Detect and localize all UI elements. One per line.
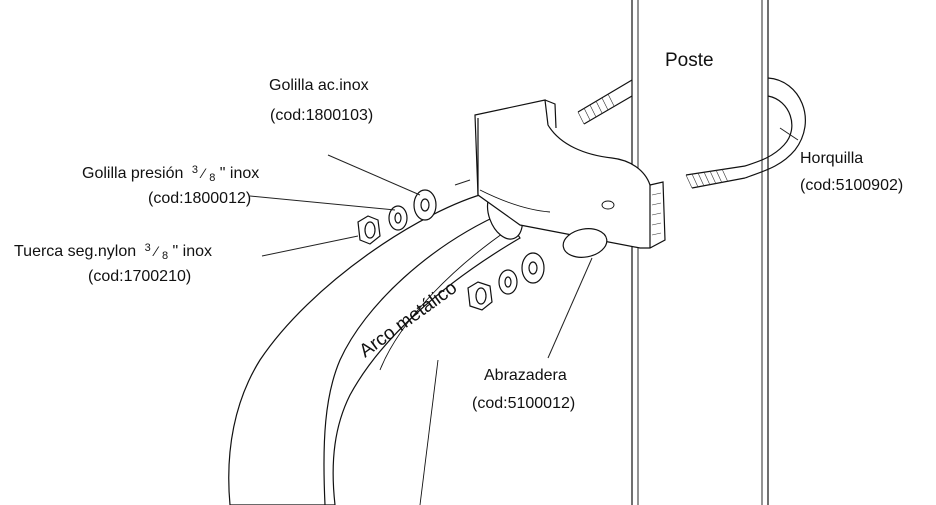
post-drawing xyxy=(631,0,769,505)
label-golilla-presion-code: (cod:1800012) xyxy=(148,190,251,207)
svg-text:Tuerca seg.nylon 3: Tuerca seg.nylon 3 ⁄ 8 " inox xyxy=(14,238,212,263)
label-tuerca-fraction-num: 3 xyxy=(145,242,151,254)
label-abrazadera-name: Abrazadera xyxy=(484,367,567,384)
label-tuerca-name: Tuerca seg.nylon xyxy=(14,243,136,260)
u-bolt-drawing xyxy=(577,77,806,189)
label-golilla-presion-fraction-den: 8 xyxy=(209,172,215,184)
label-poste: Poste xyxy=(665,50,714,71)
label-abrazadera-code: (cod:5100012) xyxy=(472,395,575,412)
label-tuerca-code: (cod:1700210) xyxy=(88,268,191,285)
label-horquilla-code: (cod:5100902) xyxy=(800,177,903,194)
label-golilla-presion-suffix: " inox xyxy=(220,165,259,182)
label-golilla-acinox-name: Golilla ac.inox xyxy=(269,77,369,94)
label-horquilla-name: Horquilla xyxy=(800,150,863,167)
label-tuerca-suffix: " inox xyxy=(173,243,212,260)
label-golilla-acinox-code: (cod:1800103) xyxy=(270,107,373,124)
label-golilla-acinox: Golilla ac.inox (cod:1800103) xyxy=(269,77,373,124)
fasteners-upper xyxy=(357,189,437,245)
label-abrazadera: Abrazadera (cod:5100012) xyxy=(472,367,575,412)
clamp-drawing xyxy=(474,99,666,258)
label-golilla-presion: Golilla presión 3 ⁄ 8 " inox (cod:180001… xyxy=(82,160,259,207)
label-golilla-presion-name: Golilla presión xyxy=(82,165,183,182)
svg-text:Golilla presión 3: Golilla presión 3 ⁄ 8 " inox xyxy=(82,160,259,185)
label-poste-text: Poste xyxy=(665,50,714,71)
fasteners-lower xyxy=(467,252,545,311)
label-tuerca-fraction-den: 8 xyxy=(162,250,168,262)
leader-lines xyxy=(249,127,799,359)
label-tuerca: Tuerca seg.nylon 3 ⁄ 8 " inox (cod:17002… xyxy=(14,238,212,285)
label-horquilla: Horquilla (cod:5100902) xyxy=(800,150,903,194)
label-golilla-presion-fraction-num: 3 xyxy=(192,164,198,176)
